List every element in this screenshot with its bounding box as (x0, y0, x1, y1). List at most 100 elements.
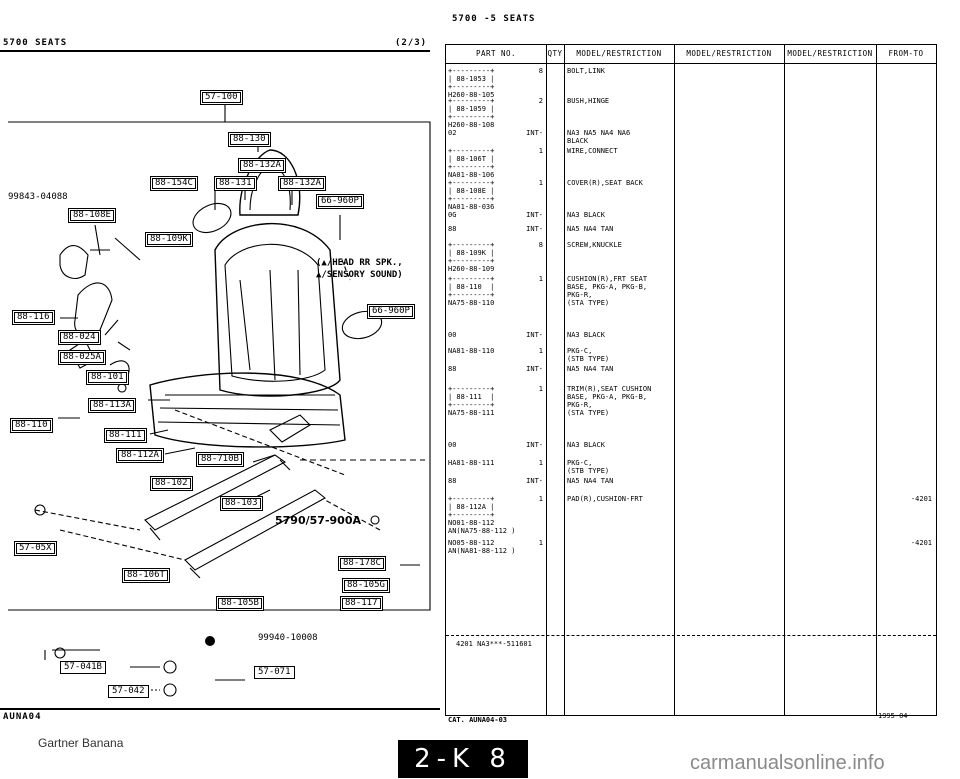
part-number: 02 (448, 129, 457, 137)
quantity: 1 (538, 539, 543, 547)
description: TRIM(R),SEAT CUSHION BASE, PKG-A, PKG-B,… (567, 385, 652, 417)
description: COVER(R),SEAT BACK (567, 179, 643, 187)
quantity: INT- (526, 225, 543, 233)
column-divider (546, 45, 547, 715)
column-header: MODEL/RESTRICTION (674, 45, 785, 63)
quantity: INT- (526, 211, 543, 219)
catalog-code: CAT. AUNA04-03 (448, 716, 508, 724)
left-footer-code: AUNA04 (3, 712, 42, 722)
part-number: +---------+ | 88-1059 | +---------+ H260… (448, 97, 495, 129)
callout: 88-105B (216, 596, 264, 611)
callout: 88-117 (340, 596, 383, 611)
callout: 88-102 (150, 476, 193, 491)
part-number: NO05-88-112 AN(NA81-88-112 ) (448, 539, 516, 555)
callout: 66-960P (367, 304, 415, 319)
part-number: +---------+ | 88-106T | +---------+ NA01… (448, 147, 495, 179)
column-divider (876, 45, 877, 715)
description: WIRE,CONNECT (567, 147, 618, 155)
callout: 88-710B (196, 452, 244, 467)
part-label-99940: 99940-10008 (258, 633, 318, 643)
callout: 57-041B (60, 661, 106, 674)
part-number: +---------+ | 88-1053 | +---------+ H260… (448, 67, 495, 99)
quantity: 1 (538, 275, 543, 283)
callout: 66-960P (316, 194, 364, 209)
quantity: 1 (538, 347, 543, 355)
callout: 57-071 (254, 666, 295, 679)
column-divider (564, 45, 565, 715)
callout: 88-178C (338, 556, 386, 571)
callout: 88-110 (10, 418, 53, 433)
description: NA3 NA5 NA4 NA6 BLACK (567, 129, 631, 145)
quantity: 1 (538, 459, 543, 467)
fastener-icon (205, 636, 215, 646)
description: BOLT,LINK (567, 67, 605, 75)
quantity: 2 (538, 97, 543, 105)
description: NA5 NA4 TAN (567, 225, 614, 233)
part-number: 00 (448, 331, 457, 339)
parts-table: PART NO. QTY MODEL/RESTRICTION MODEL/RES… (445, 44, 937, 716)
callout: 88-101 (86, 370, 129, 385)
part-number: 88 (448, 365, 457, 373)
part-number: +---------+ | 88-110 | +---------+ NA75-… (448, 275, 495, 307)
part-number: HA81-88-111 (448, 459, 495, 467)
footnote-rule (446, 635, 936, 636)
header-rule (446, 63, 936, 64)
callout: 57-05X (14, 541, 57, 556)
description: NA3 BLACK (567, 211, 605, 219)
description: CUSHION(R),FRT SEAT BASE, PKG-A, PKG-B, … (567, 275, 648, 307)
description: NA5 NA4 TAN (567, 477, 614, 485)
callout: 88-109K (145, 232, 193, 247)
left-footer-rule (0, 708, 440, 710)
table-footnote: 4201 NA3***-511601 (456, 640, 532, 648)
callout: 88-132A (238, 158, 286, 173)
quantity: 1 (538, 495, 543, 503)
seat-exploded-diagram (8, 105, 431, 697)
column-divider (674, 45, 675, 715)
quantity: INT- (526, 331, 543, 339)
callout: 88-103 (220, 496, 263, 511)
right-page-header: 5700 -5 SEATS (452, 14, 536, 24)
description: NA3 BLACK (567, 331, 605, 339)
callout: 88-154C (150, 176, 198, 191)
part-number: +---------+ | 88-109K | +---------+ H260… (448, 241, 495, 273)
left-page-section: (2/3) (395, 38, 428, 48)
callout: 88-106T (122, 568, 170, 583)
watermark-text: carmanualsonline.info (690, 752, 885, 774)
quantity: INT- (526, 129, 543, 137)
description: BUSH,HINGE (567, 97, 610, 105)
callout: 88-116 (12, 310, 55, 325)
callout: 88-113A (88, 398, 136, 413)
callout: 88-108E (68, 208, 116, 223)
from-to: -4201 (910, 495, 932, 503)
part-number: 0G (448, 211, 457, 219)
note-line-1: (▲/HEAD RR SPK., (316, 258, 403, 268)
quantity: INT- (526, 365, 543, 373)
left-header-rule (0, 50, 430, 52)
callout: 88-111 (104, 428, 147, 443)
note-line-2: ▲/SENSORY SOUND) (316, 270, 403, 280)
column-header: MODEL/RESTRICTION (564, 45, 675, 63)
quantity: 8 (538, 67, 543, 75)
catalog-date: 1995-04 (878, 712, 908, 720)
quantity: 1 (538, 385, 543, 393)
part-number: 88 (448, 477, 457, 485)
callout: 88-112A (116, 448, 164, 463)
part-number: +---------+ | 88-108E | +---------+ NA01… (448, 179, 495, 211)
callout: 88-105G (342, 578, 390, 593)
credit-text: Gartner Banana (38, 736, 124, 750)
description: PKG-C, (STB TYPE) (567, 459, 610, 475)
callout: 88-025A (58, 350, 106, 365)
column-header: FROM-TO (888, 49, 924, 58)
part-number: 00 (448, 441, 457, 449)
callout: 88-024 (58, 330, 101, 345)
quantity: 8 (538, 241, 543, 249)
quantity: 1 (538, 147, 543, 155)
quantity: 1 (538, 179, 543, 187)
part-number: 88 (448, 225, 457, 233)
column-header: QTY (546, 45, 565, 63)
callout: 57-100 (200, 90, 243, 105)
column-header: MODEL/RESTRICTION (784, 45, 877, 63)
from-to: -4201 (910, 539, 932, 547)
callout: 88-132A (278, 176, 326, 191)
part-number: NA81-88-110 (448, 347, 495, 355)
